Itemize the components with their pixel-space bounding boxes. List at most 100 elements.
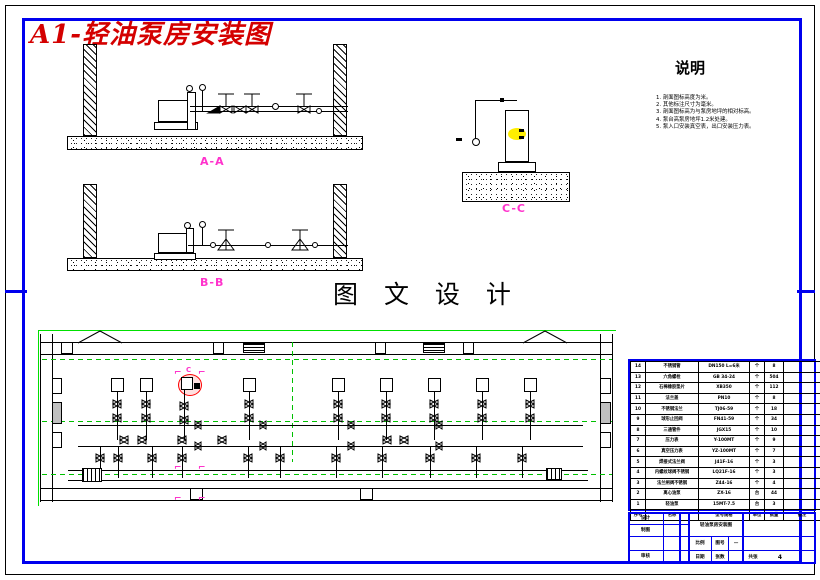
- table-cell: J41F-16: [698, 456, 750, 468]
- table-cell: Z44-16: [698, 477, 750, 490]
- pump-unit: [111, 378, 124, 392]
- table-cell: GB 34-24: [698, 371, 750, 384]
- header-pipe-bottom: [68, 470, 588, 471]
- title-block-divider-v6: [728, 536, 729, 564]
- title-block-project-name: 轻油泵房安装图: [699, 522, 733, 528]
- pump-unit: [476, 378, 489, 392]
- section-label-aa: A-A: [200, 155, 225, 168]
- table-cell: [783, 488, 820, 500]
- plan-wall-bottom-outer: [40, 488, 612, 489]
- suction-pipe-top-cc: [475, 100, 517, 101]
- title-block: [628, 512, 816, 564]
- selected-pump-node: [194, 383, 200, 389]
- title-block-field-label: 张数: [715, 554, 725, 560]
- table-cell: [783, 371, 820, 384]
- section-marker-c-left: ⌐: [174, 368, 182, 378]
- title-block-row-label: 设计: [640, 515, 651, 521]
- table-cell: 3: [764, 456, 784, 468]
- centerline-green-mid: [42, 421, 612, 422]
- branch-drop: [152, 446, 153, 478]
- notes-list: 1. 剖面图标高度为米。 2. 其他标注尺寸为毫米。 3. 剖面图标高为与泵房地…: [656, 95, 755, 131]
- table-cell: 个: [749, 477, 765, 490]
- impeller-detail-2-cc: [519, 136, 524, 139]
- title-block-sheet-value: 4: [777, 553, 783, 561]
- table-cell: 个: [749, 392, 765, 405]
- title-block-divider-h3: [628, 550, 816, 551]
- title-block-divider-h4: [688, 536, 816, 537]
- plan-equipment-panel: [600, 402, 611, 424]
- selected-pump-unit[interactable]: [181, 377, 193, 390]
- wall-left-bb: [83, 184, 97, 258]
- plan-vent-hatch-1: [243, 343, 265, 353]
- plan-trench-hatch-right: [546, 468, 562, 480]
- centerline-green-lower: [42, 474, 612, 475]
- table-cell: 不锈钢管: [645, 361, 699, 373]
- section-marker-cut-left: ⌐: [174, 463, 182, 473]
- gauge-stem-aa: [202, 91, 203, 111]
- title-block-divider-v3: [742, 512, 744, 564]
- table-cell: 112: [764, 382, 784, 394]
- table-cell: 18: [764, 403, 784, 415]
- plan-equipment-panel: [52, 402, 62, 424]
- pressure-gauge-bb: [184, 222, 191, 229]
- table-cell: [783, 361, 820, 373]
- branch-drop: [100, 446, 101, 478]
- wall-left-aa: [83, 44, 97, 136]
- title-block-divider-h2: [628, 536, 689, 537]
- centerline-green-upper: [42, 359, 612, 360]
- table-cell: JGX15: [698, 424, 750, 437]
- header-pipe-lower: [78, 446, 583, 447]
- plan-wall-bottom-inner: [40, 500, 612, 501]
- table-cell: [783, 424, 820, 437]
- table-cell: [783, 466, 820, 479]
- pump-unit: [243, 378, 256, 392]
- plan-equipment-panel: [600, 432, 611, 448]
- pump-unit: [140, 378, 153, 392]
- section-view-a-a: A-A: [60, 40, 363, 168]
- table-cell: 10: [630, 403, 646, 415]
- centerline-green-vert: [292, 342, 293, 462]
- level-mark-cc: [456, 138, 462, 141]
- table-cell: [783, 403, 820, 415]
- title-block-field-label: 图号: [715, 540, 725, 546]
- table-cell: 台: [749, 498, 765, 511]
- note-item: 3. 剖面图标高为与泵房地坪的相对标高。: [656, 109, 755, 116]
- table-cell: 法兰盖: [645, 392, 699, 405]
- plan-roof-peak-2: [522, 330, 568, 344]
- section-label-bb: B-B: [200, 276, 225, 289]
- frame-tick-right: [797, 290, 815, 293]
- plan-opening-1: [61, 342, 73, 354]
- plan-vent-hatch-2: [423, 343, 445, 353]
- table-cell: 焊接式法兰阀: [645, 456, 699, 468]
- note-item: 4. 泵台高泵房地坪1.2米处建。: [656, 116, 731, 123]
- pump-unit: [524, 378, 537, 392]
- table-cell: [783, 477, 820, 490]
- table-cell: 4: [764, 477, 784, 490]
- branch-drop: [382, 446, 383, 478]
- branch-drop: [430, 446, 431, 478]
- table-cell: 个: [749, 403, 765, 415]
- pressure-gauge-aa: [186, 85, 193, 92]
- table-cell: 1: [630, 498, 646, 511]
- gauge-stem-bb: [202, 228, 203, 246]
- table-cell: 4: [630, 466, 646, 479]
- table-cell: 个: [749, 361, 765, 373]
- table-cell: 三通管件: [645, 424, 699, 437]
- plan-trench-hatch: [82, 468, 102, 482]
- table-cell: 11: [630, 392, 646, 405]
- impeller-detail-1-cc: [519, 129, 524, 132]
